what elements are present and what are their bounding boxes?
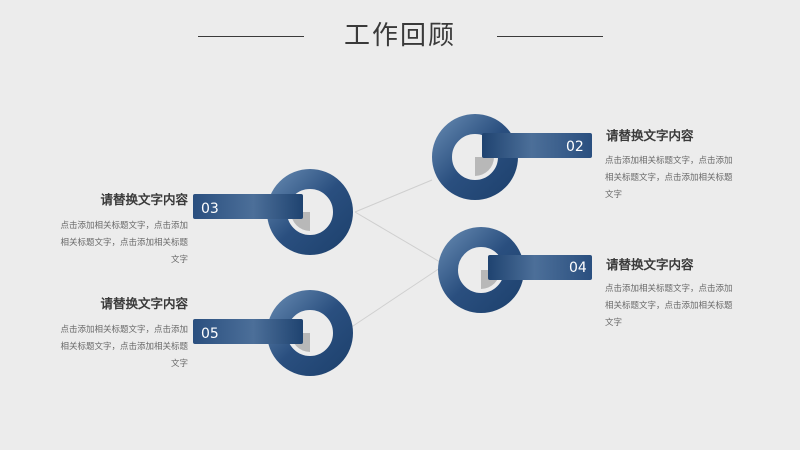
item-number-03: 03 (201, 201, 219, 217)
connectors (349, 179, 441, 329)
item-body-04: 点击添加相关标题文字，点击添加相关标题文字，点击添加相关标题文字 (605, 284, 733, 328)
item-heading-03: 请替换文字内容 (100, 192, 188, 207)
node-03 (193, 169, 353, 255)
slide-title: 工作回顾 (343, 21, 456, 51)
connector-05-04 (349, 267, 441, 329)
item-heading-02: 请替换文字内容 (606, 128, 694, 143)
node-04 (438, 227, 592, 313)
item-heading-05: 请替换文字内容 (100, 296, 188, 311)
connector-03-02 (354, 179, 433, 213)
number-tab-04 (488, 255, 592, 280)
number-tab-02 (482, 133, 592, 158)
item-body-05: 点击添加相关标题文字，点击添加相关标题文字，点击添加相关标题文字 (60, 325, 188, 369)
node-02 (432, 114, 592, 200)
item-number-04: 04 (569, 260, 587, 276)
item-body-03: 点击添加相关标题文字，点击添加相关标题文字，点击添加相关标题文字 (60, 221, 188, 265)
item-heading-04: 请替换文字内容 (606, 257, 694, 272)
title-rule-right (497, 36, 603, 37)
ring-shadow-02 (475, 157, 494, 176)
connector-03-04 (354, 211, 441, 263)
item-number-05: 05 (201, 326, 219, 342)
item-number-02: 02 (566, 139, 584, 155)
number-tab-03 (193, 194, 303, 219)
item-body-02: 点击添加相关标题文字，点击添加相关标题文字，点击添加相关标题文字 (605, 156, 733, 200)
node-05 (193, 290, 353, 376)
title-rule-left (198, 36, 304, 37)
number-tab-05 (193, 319, 303, 344)
